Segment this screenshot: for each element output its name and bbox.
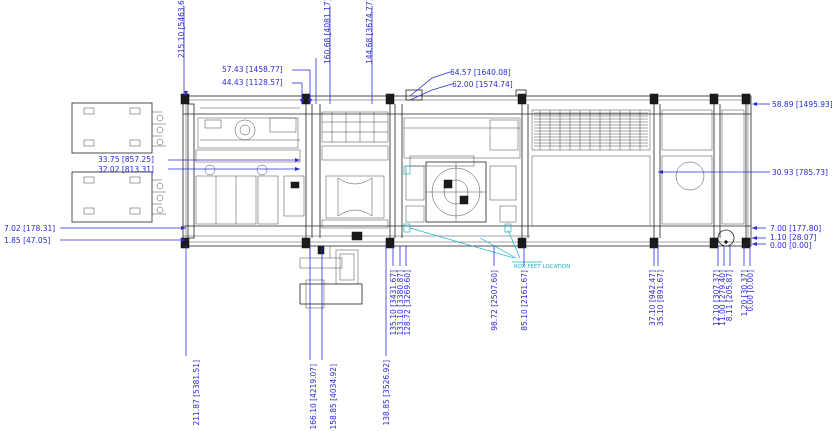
dim-144-68: 144.68 [3674.77] <box>365 0 374 64</box>
dim-158-85: 158.85 [4034.92] <box>329 364 338 430</box>
dim-7-00: 7.00 [177.80] <box>770 224 821 233</box>
dim-11-00: 11.00 [279.40] <box>718 270 727 326</box>
rox-feet-label: ROX FEET LOCATION <box>514 264 570 270</box>
dim-8-11: 8.11 [205.87] <box>725 270 734 321</box>
dim-160-68: 160.68 [4081.17] <box>323 0 332 64</box>
dimension-lines <box>60 6 770 360</box>
dim-33-75: 33.75 [857.25] <box>98 155 154 164</box>
dim-0-00: 0.00 [0.00] <box>770 241 812 250</box>
dim-44-43: 44.43 [1128.57] <box>222 78 283 87</box>
dim-135-10: 135.10 [3431.67] <box>389 270 398 336</box>
external-unit-upper <box>71 102 166 154</box>
dim-37-10: 37.10 [942.47] <box>648 270 657 326</box>
rox-feet-annotation: ROX FEET LOCATION <box>403 165 570 270</box>
dim-64-57: 64.57 [1640.08] <box>450 68 511 77</box>
dim-85-10: 85.10 [2161.67] <box>520 270 529 331</box>
dim-211-87: 211.87 [5381.51] <box>192 360 201 426</box>
dim-215-10: 215.10 [5463.67] <box>177 0 186 58</box>
dim-133-10: 133.10 [3380.87] <box>396 270 405 336</box>
dim-166-10: 166.10 [4219.07] <box>309 364 318 430</box>
dimension-labels: 215.10 [5463.67] 160.68 [4081.17] 144.68… <box>4 0 833 430</box>
machine-outline <box>180 89 752 309</box>
dim-1-10: 1.10 [28.07] <box>770 233 816 242</box>
dim-30-93: 30.93 [785.73] <box>772 168 828 177</box>
dim-57-43: 57.43 [1458.77] <box>222 65 283 74</box>
dim-35-10: 35.10 [891.67] <box>656 270 665 326</box>
dim-12-10: 12.10 [307.37] <box>712 270 721 326</box>
dim-58-89: 58.89 [1495.93] <box>772 100 833 109</box>
dim-62-00: 62.00 [1574.74] <box>452 80 513 89</box>
dim-1-85: 1.85 [47.05] <box>4 236 50 245</box>
dim-32-02: 32.02 [813.31] <box>98 165 154 174</box>
external-unit-lower <box>71 171 166 223</box>
dim-1-20: 1.20 [30.37] <box>740 270 749 316</box>
dim-128-72: 128.72 [3269.60] <box>403 270 412 336</box>
dim-98-72: 98.72 [2507.60] <box>490 270 499 331</box>
dim-138-85: 138.85 [3526.92] <box>382 360 391 426</box>
dim-7-02: 7.02 [178.31] <box>4 224 55 233</box>
dim-0-00-vertical: 0.00 [0.00] <box>746 270 755 312</box>
vent-grill <box>531 109 651 151</box>
